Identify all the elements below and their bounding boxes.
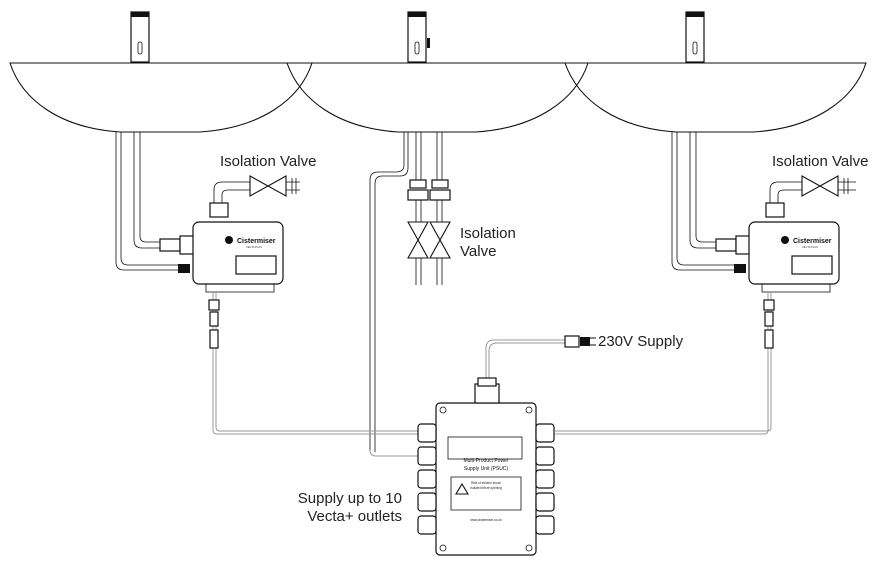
brand-sub-left: VECTA PLUS <box>246 245 262 249</box>
basin-center <box>286 11 589 133</box>
control-box-right: Cistermiser VECTA PLUS <box>748 221 840 293</box>
label-isolation-center-2: Valve <box>460 243 496 260</box>
label-supply-up-to-1: Supply up to 10 <box>298 490 402 507</box>
brand-sub-right: VECTA PLUS <box>802 245 818 249</box>
label-supply-up-to-2: Vecta+ outlets <box>307 508 402 525</box>
psu-title-2: Supply Unit (PSUC) <box>464 466 509 472</box>
cables <box>208 292 775 457</box>
psu-glands-right <box>535 423 555 535</box>
psu-title-1: Multi-Product Power <box>463 458 508 464</box>
psu-warn-2: Isolate before opening <box>470 486 502 490</box>
label-isolation-valve-left: Isolation Valve <box>220 153 316 170</box>
psu-glands-left <box>417 423 437 535</box>
label-isolation-valve-right: Isolation Valve <box>772 153 868 170</box>
label-isolation-center-1: Isolation <box>460 225 516 242</box>
psu-warn-1: Risk of electric shock <box>471 481 501 485</box>
brand-label-left: Cistermiser <box>237 238 276 245</box>
brand-label-right: Cistermiser <box>793 238 832 245</box>
pipework-right <box>671 132 856 273</box>
psu-unit: Multi-Product Power Supply Unit (PSUC) R… <box>417 377 555 556</box>
basin-left <box>9 11 313 133</box>
control-box-left: Cistermiser VECTA PLUS <box>192 221 284 293</box>
psu-website: www.cistermiser.co.uk <box>470 518 502 522</box>
pipework-center <box>369 132 451 452</box>
label-230v-supply: 230V Supply <box>598 333 684 350</box>
pipework-left <box>115 132 300 273</box>
basin-right <box>564 11 867 133</box>
